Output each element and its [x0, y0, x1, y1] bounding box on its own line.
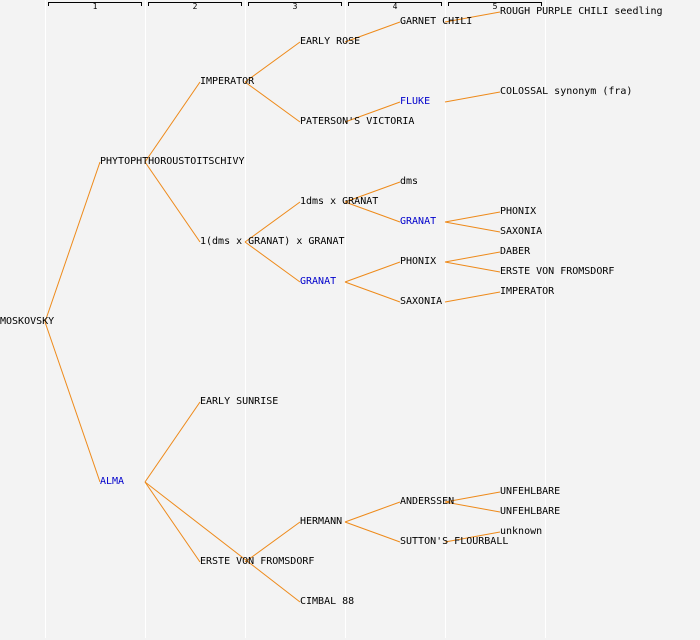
link-n24-n25 [344, 501, 401, 523]
link-n9-n15 [244, 241, 301, 283]
pedigree-node-n24: HERMANN [300, 516, 343, 527]
column-separator [445, 0, 446, 638]
link-n21-n22 [144, 401, 201, 483]
pedigree-node-n2: IMPERATOR [200, 76, 255, 87]
pedigree-node-n30: CIMBAL 88 [300, 596, 355, 607]
pedigree-node-n7[interactable]: FLUKE [400, 96, 431, 107]
link-n2-n3 [244, 41, 301, 83]
link-n28-n29 [444, 531, 501, 543]
link-n21-n30 [144, 481, 301, 603]
link-n10-n11 [344, 181, 401, 203]
link-n21-n23 [144, 481, 201, 563]
link-n1-n9 [144, 161, 201, 243]
link-n25-n26 [444, 491, 501, 503]
link-n0-n1 [44, 161, 101, 323]
pedigree-node-n19: SAXONIA [400, 296, 443, 307]
pedigree-node-n25: ANDERSSEN [400, 496, 455, 507]
pedigree-node-n21[interactable]: ALMA [100, 476, 125, 487]
link-n12-n14 [444, 221, 501, 233]
generation-label: 1 [92, 2, 98, 11]
link-n16-n18 [444, 261, 501, 273]
pedigree-node-n15[interactable]: GRANAT [300, 276, 337, 287]
link-n10-n12 [344, 201, 401, 223]
pedigree-node-n6: PATERSON'S VICTORIA [300, 116, 415, 127]
pedigree-node-n16: PHONIX [400, 256, 437, 267]
pedigree-node-n20: IMPERATOR [500, 286, 555, 297]
link-n1-n2 [144, 81, 201, 163]
pedigree-node-n8: COLOSSAL synonym (fra) [500, 86, 633, 97]
generation-bracket [48, 2, 142, 6]
link-n25-n27 [444, 501, 501, 513]
link-n3-n4 [344, 21, 401, 43]
pedigree-node-n1: PHYTOPHTHOROUSTOITSCHIVY [100, 156, 245, 167]
pedigree-node-n12[interactable]: GRANAT [400, 216, 437, 227]
link-n23-n24 [244, 521, 301, 563]
pedigree-node-n5: ROUGH PURPLE CHILI seedling [500, 6, 663, 17]
pedigree-node-n10: 1dms x GRANAT [300, 196, 379, 207]
column-separator [245, 0, 246, 638]
column-separator [545, 0, 546, 638]
column-separator [145, 0, 146, 638]
link-n4-n5 [444, 11, 501, 23]
generation-bracket [348, 2, 442, 6]
pedigree-node-n11: dms [400, 176, 419, 187]
column-separator [45, 0, 46, 638]
pedigree-node-n0: MOSKOVSKY [0, 316, 55, 327]
generation-label: 4 [392, 2, 398, 11]
pedigree-node-n3: EARLY ROSE [300, 36, 361, 47]
link-n2-n6 [244, 81, 301, 123]
link-n24-n28 [344, 521, 401, 543]
pedigree-node-n29: unknown [500, 526, 543, 537]
generation-bracket [248, 2, 342, 6]
pedigree-node-n9: 1(dms x GRANAT) x GRANAT [200, 236, 345, 247]
generation-bracket [448, 2, 542, 6]
pedigree-node-n27: UNFEHLBARE [500, 506, 561, 517]
pedigree-node-n23: ERSTE VON FROMSDORF [200, 556, 315, 567]
pedigree-node-n18: ERSTE VON FROMSDORF [500, 266, 615, 277]
link-n6-n7 [344, 101, 401, 123]
link-n16-n17 [444, 251, 501, 263]
link-n12-n13 [444, 211, 501, 223]
link-n7-n8 [444, 91, 501, 103]
generation-label: 5 [492, 2, 498, 11]
column-separator [345, 0, 346, 638]
pedigree-node-n4: GARNET CHILI [400, 16, 473, 27]
link-n0-n21 [44, 321, 101, 483]
generation-bracket [148, 2, 242, 6]
generation-label: 3 [292, 2, 298, 11]
generation-label: 2 [192, 2, 198, 11]
pedigree-node-n26: UNFEHLBARE [500, 486, 561, 497]
pedigree-node-n14: SAXONIA [500, 226, 543, 237]
pedigree-node-n22: EARLY SUNRISE [200, 396, 279, 407]
pedigree-node-n13: PHONIX [500, 206, 537, 217]
pedigree-node-n17: DABER [500, 246, 531, 257]
link-n15-n16 [344, 261, 401, 283]
link-n19-n20 [444, 291, 501, 303]
link-n9-n10 [244, 201, 301, 243]
link-n15-n19 [344, 281, 401, 303]
pedigree-node-n28: SUTTON'S FLOURBALL [400, 536, 509, 547]
